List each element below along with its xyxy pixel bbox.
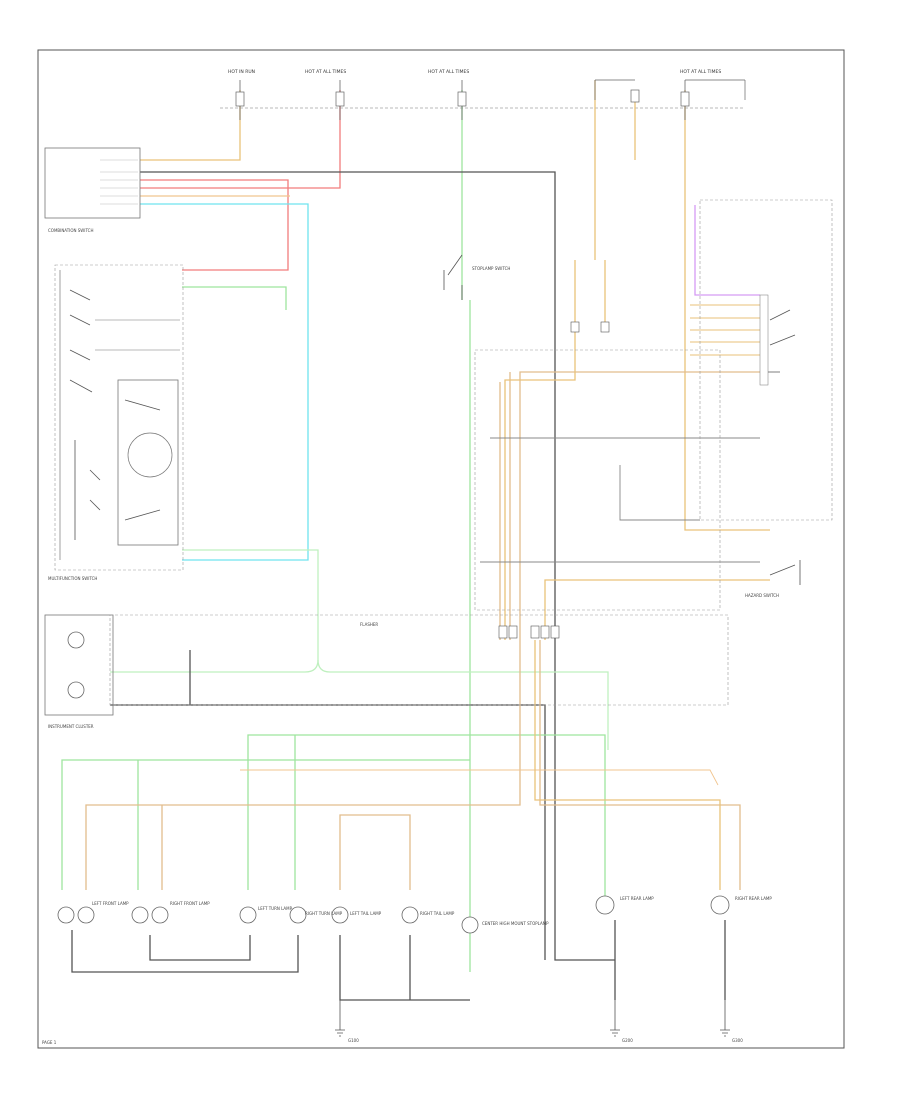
wire-black-cluster [110, 704, 546, 960]
ground-symbols [335, 1000, 730, 1037]
wire-red-turn [140, 179, 289, 271]
hazard-switch-label: HAZARD SWITCH [745, 593, 779, 598]
combination-switch-box [44, 147, 141, 219]
fuse-1-label: HOT IN RUN [228, 69, 255, 75]
lamp-center-stop [461, 916, 479, 934]
lamp-right-front-2 [151, 906, 169, 924]
right-switch-contacts [759, 294, 801, 585]
wire-yellow-turn-right [534, 640, 721, 890]
wire-yellow-connectors [574, 260, 606, 330]
wire-ground-center [339, 935, 470, 1001]
flasher-label: FLASHER [360, 622, 378, 627]
wire-fuse3-green [461, 90, 471, 972]
fuse-4-label: HOT AT ALL TIMES [680, 69, 721, 75]
lamp-left-front-1 [57, 906, 75, 924]
lamp-left-tail [331, 906, 349, 924]
hazard-region [474, 349, 721, 611]
wire-yellow-right-bundle1 [504, 330, 576, 640]
left-rear-lamp-label: LEFT REAR LAMP [620, 896, 654, 901]
wire-lt-green-center [182, 549, 609, 750]
ground-2-label: G200 [622, 1038, 633, 1043]
fuse-3 [457, 80, 467, 120]
lamp-right-tail [401, 906, 419, 924]
wire-violet [694, 205, 760, 296]
wire-fuse4-right [684, 90, 770, 531]
lamp-right-front-1 [131, 906, 149, 924]
multifunction-switch-label: MULTIFUNCTION SWITCH [48, 576, 97, 581]
wire-green-lamps-top [61, 759, 470, 890]
wire-lt-green-cluster [110, 659, 319, 673]
left-tail-lamp-label: LEFT TAIL LAMP [350, 911, 382, 916]
ground-3-label: G300 [732, 1038, 743, 1043]
connectors [498, 321, 610, 639]
wire-green-module [182, 286, 287, 310]
fuse-2-label: HOT AT ALL TIMES [305, 69, 346, 75]
wire-yellow-down-right [544, 579, 770, 640]
cluster-indicator-left [67, 681, 85, 699]
right-rear-lamp-label: RIGHT REAR LAMP [735, 896, 772, 901]
right-turn-lamp-label: RIGHT TURN LAMP [305, 911, 343, 916]
fuse-2 [335, 80, 345, 120]
multifunction-switch-box [54, 264, 184, 571]
wire-hot-in-run [140, 90, 241, 161]
lamp-right-rear [710, 895, 730, 915]
fuse-4 [594, 79, 746, 120]
wire-ground-left2 [149, 935, 251, 961]
lamp-left-turn [239, 906, 257, 924]
stoplamp-switch [443, 254, 463, 300]
left-turn-lamp-label: LEFT TURN LAMP [258, 906, 293, 911]
wire-tan-right-rear [539, 640, 741, 890]
wire-yellow-right-bundle2 [690, 304, 760, 356]
page-ref-label: PAGE 1 [42, 1040, 57, 1045]
wire-orange-right [240, 769, 719, 786]
combination-switch-pins [100, 159, 138, 205]
wire-fuse2-red [140, 90, 341, 189]
instrument-cluster-box [44, 614, 114, 716]
wire-tan-turn-left [339, 814, 411, 890]
wire-ground-left [71, 930, 299, 973]
fuse-3-label: HOT AT ALL TIMES [428, 69, 469, 75]
lamp-left-rear [595, 895, 615, 915]
right-switch-region [699, 199, 833, 521]
fuse-group [235, 79, 746, 120]
wire-gray-mid3 [619, 465, 700, 521]
wire-tan-bus [85, 371, 760, 890]
lamp-group [57, 895, 730, 934]
diagram-frame [37, 49, 845, 1049]
wire-green-cluster-drop [247, 734, 606, 900]
label-group: HOT IN RUN HOT AT ALL TIMES HOT AT ALL T… [42, 69, 779, 1045]
lamp-left-front-2 [77, 906, 95, 924]
wire-black-top [140, 171, 615, 961]
left-front-lamp-label: LEFT FRONT LAMP [92, 901, 129, 906]
instrument-cluster-label: INSTRUMENT CLUSTER [48, 724, 94, 729]
lamp-right-turn [289, 906, 307, 924]
right-tail-lamp-label: RIGHT TAIL LAMP [420, 911, 455, 916]
multifunction-switch-contacts [59, 270, 180, 560]
right-front-lamp-label: RIGHT FRONT LAMP [170, 901, 210, 906]
cluster-indicator-right [67, 631, 85, 649]
combination-switch-label: COMBINATION SWITCH [48, 228, 93, 233]
fuse-1 [235, 80, 245, 120]
center-stop-lamp-label: CENTER HIGH MOUNT STOPLAMP [482, 921, 549, 926]
ground-1-label: G100 [348, 1038, 359, 1043]
flasher-region [109, 614, 729, 706]
stoplamp-switch-label: STOPLAMP SWITCH [472, 266, 510, 271]
wire-cyan [140, 203, 309, 561]
wires [61, 80, 770, 1001]
